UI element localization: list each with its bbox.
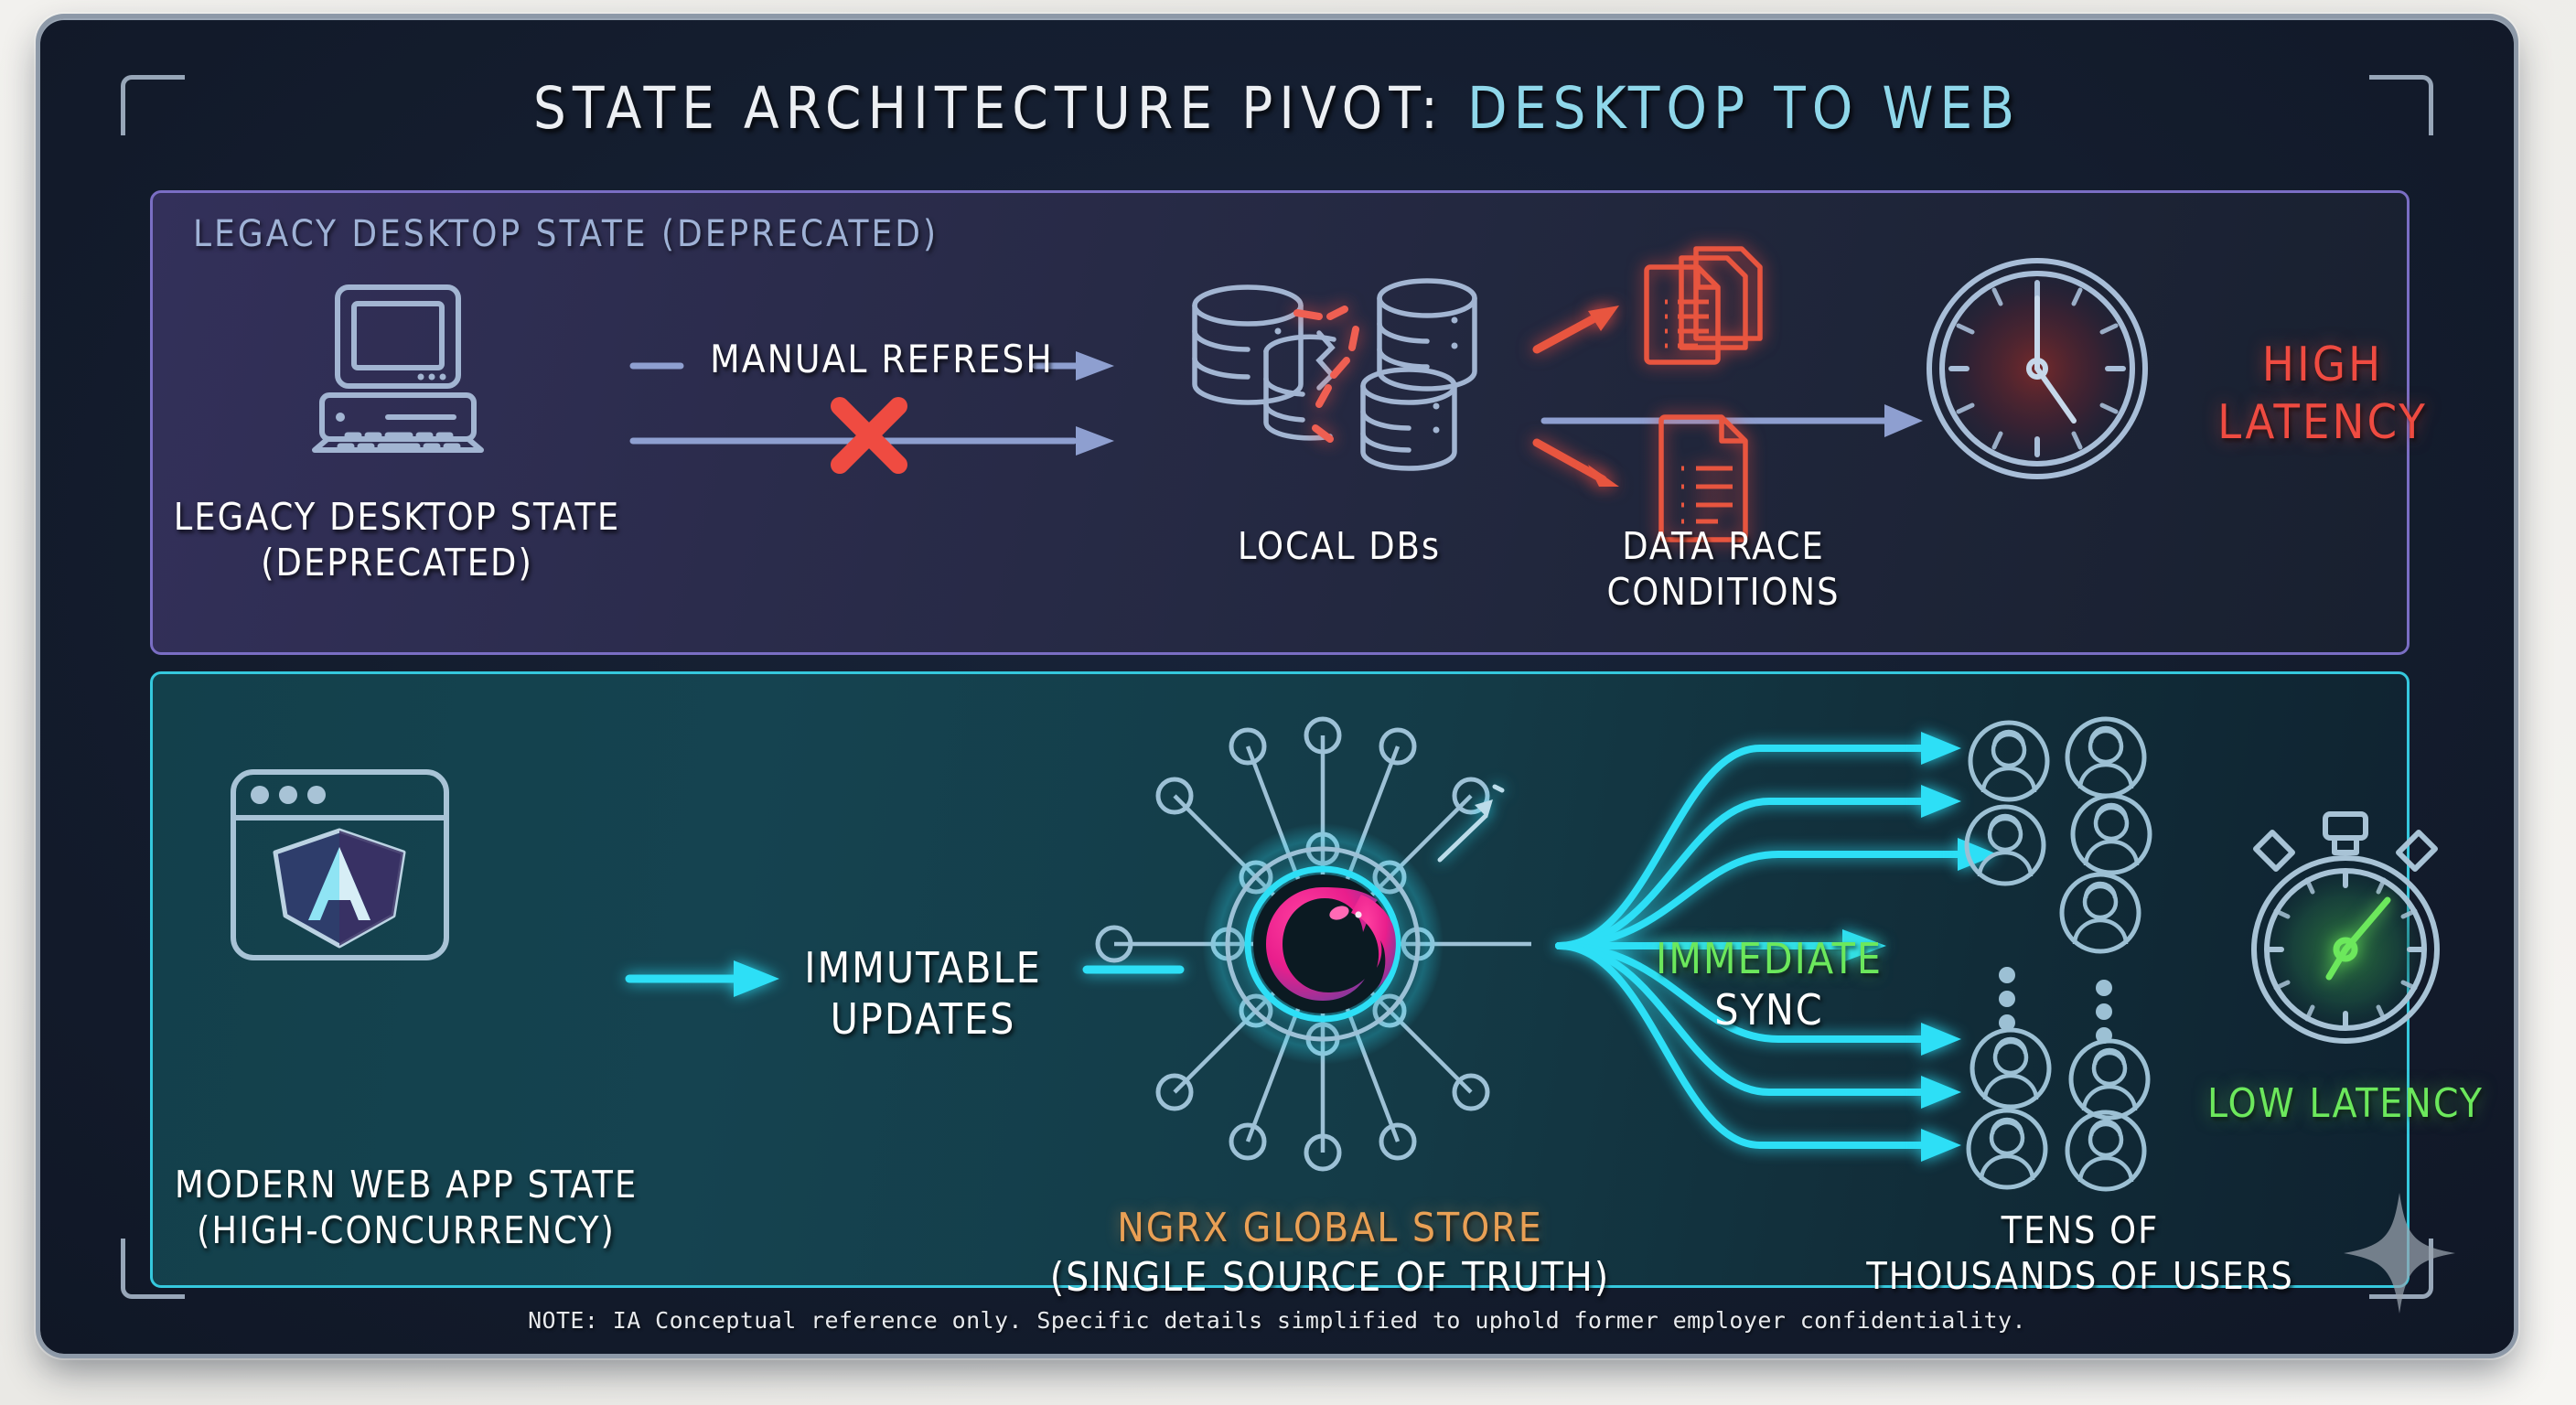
local-databases-icon (1192, 278, 1477, 471)
page-title-accent: DESKTOP TO WEB (1467, 75, 2022, 142)
legacy-flow-arrow (1540, 404, 1923, 437)
rxjs-dragon-icon (1266, 887, 1396, 1001)
user-avatar-icon (2062, 874, 2139, 951)
modern-webapp-caption: MODERN WEB APP STATE (HIGH-CONCURRENCY) (174, 1163, 639, 1253)
user-avatar-icon (2067, 1112, 2144, 1189)
user-avatar-icon (1967, 807, 2044, 884)
desktop-computer-icon (312, 284, 484, 453)
low-latency-label: LOW LATENCY (2207, 1080, 2484, 1127)
user-avatar-icon (1972, 1030, 2049, 1107)
footer-note: NOTE: IA Conceptual reference only. Spec… (528, 1307, 2026, 1334)
slow-clock-icon (1927, 258, 2148, 479)
user-avatar-icon (1969, 1110, 2045, 1187)
angular-shield-icon (273, 828, 406, 949)
user-avatar-icon (2067, 719, 2144, 796)
red-x-icon (831, 397, 907, 474)
fast-stopwatch-icon (2251, 811, 2440, 1044)
browser-window-icon (231, 769, 449, 960)
manual-refresh-label: MANUAL REFRESH (710, 337, 1054, 381)
race-condition-arrows (1532, 306, 1619, 487)
diagram-card: STATE ARCHITECTURE PIVOT: DESKTOP TO WEB… (40, 18, 2514, 1354)
ellipsis-dots (1999, 967, 2112, 1044)
page-title: STATE ARCHITECTURE PIVOT: DESKTOP TO WEB (40, 75, 2514, 142)
user-avatar-icon (2071, 1041, 2148, 1118)
data-race-caption: DATA RACE CONDITIONS (1606, 524, 1841, 615)
user-avatar-icon (2073, 796, 2150, 873)
sparkle-star-icon (2344, 1193, 2455, 1314)
legacy-panel-label: LEGACY DESKTOP STATE (DEPRECATED) (193, 213, 939, 255)
local-dbs-caption: LOCAL DBs (1237, 524, 1442, 568)
user-avatar-icon (1970, 723, 2047, 799)
legacy-desktop-caption: LEGACY DESKTOP STATE (DEPRECATED) (173, 495, 621, 585)
race-condition-document-icon (1658, 414, 1748, 542)
immutable-updates-arrow (625, 960, 779, 997)
race-condition-documents-icon (1644, 246, 1763, 365)
immutable-to-store-connector (1082, 965, 1185, 974)
user-avatars-group (1961, 713, 2208, 1189)
ngrx-rxjs-hub-icon (1095, 716, 1531, 1172)
ngrx-store-caption: NGRX GLOBAL STORE(SINGLE SOURCE OF TRUTH… (1049, 1205, 1611, 1301)
store-fanout-lines (1555, 732, 1998, 1162)
page-title-main: STATE ARCHITECTURE PIVOT: (532, 75, 1468, 142)
